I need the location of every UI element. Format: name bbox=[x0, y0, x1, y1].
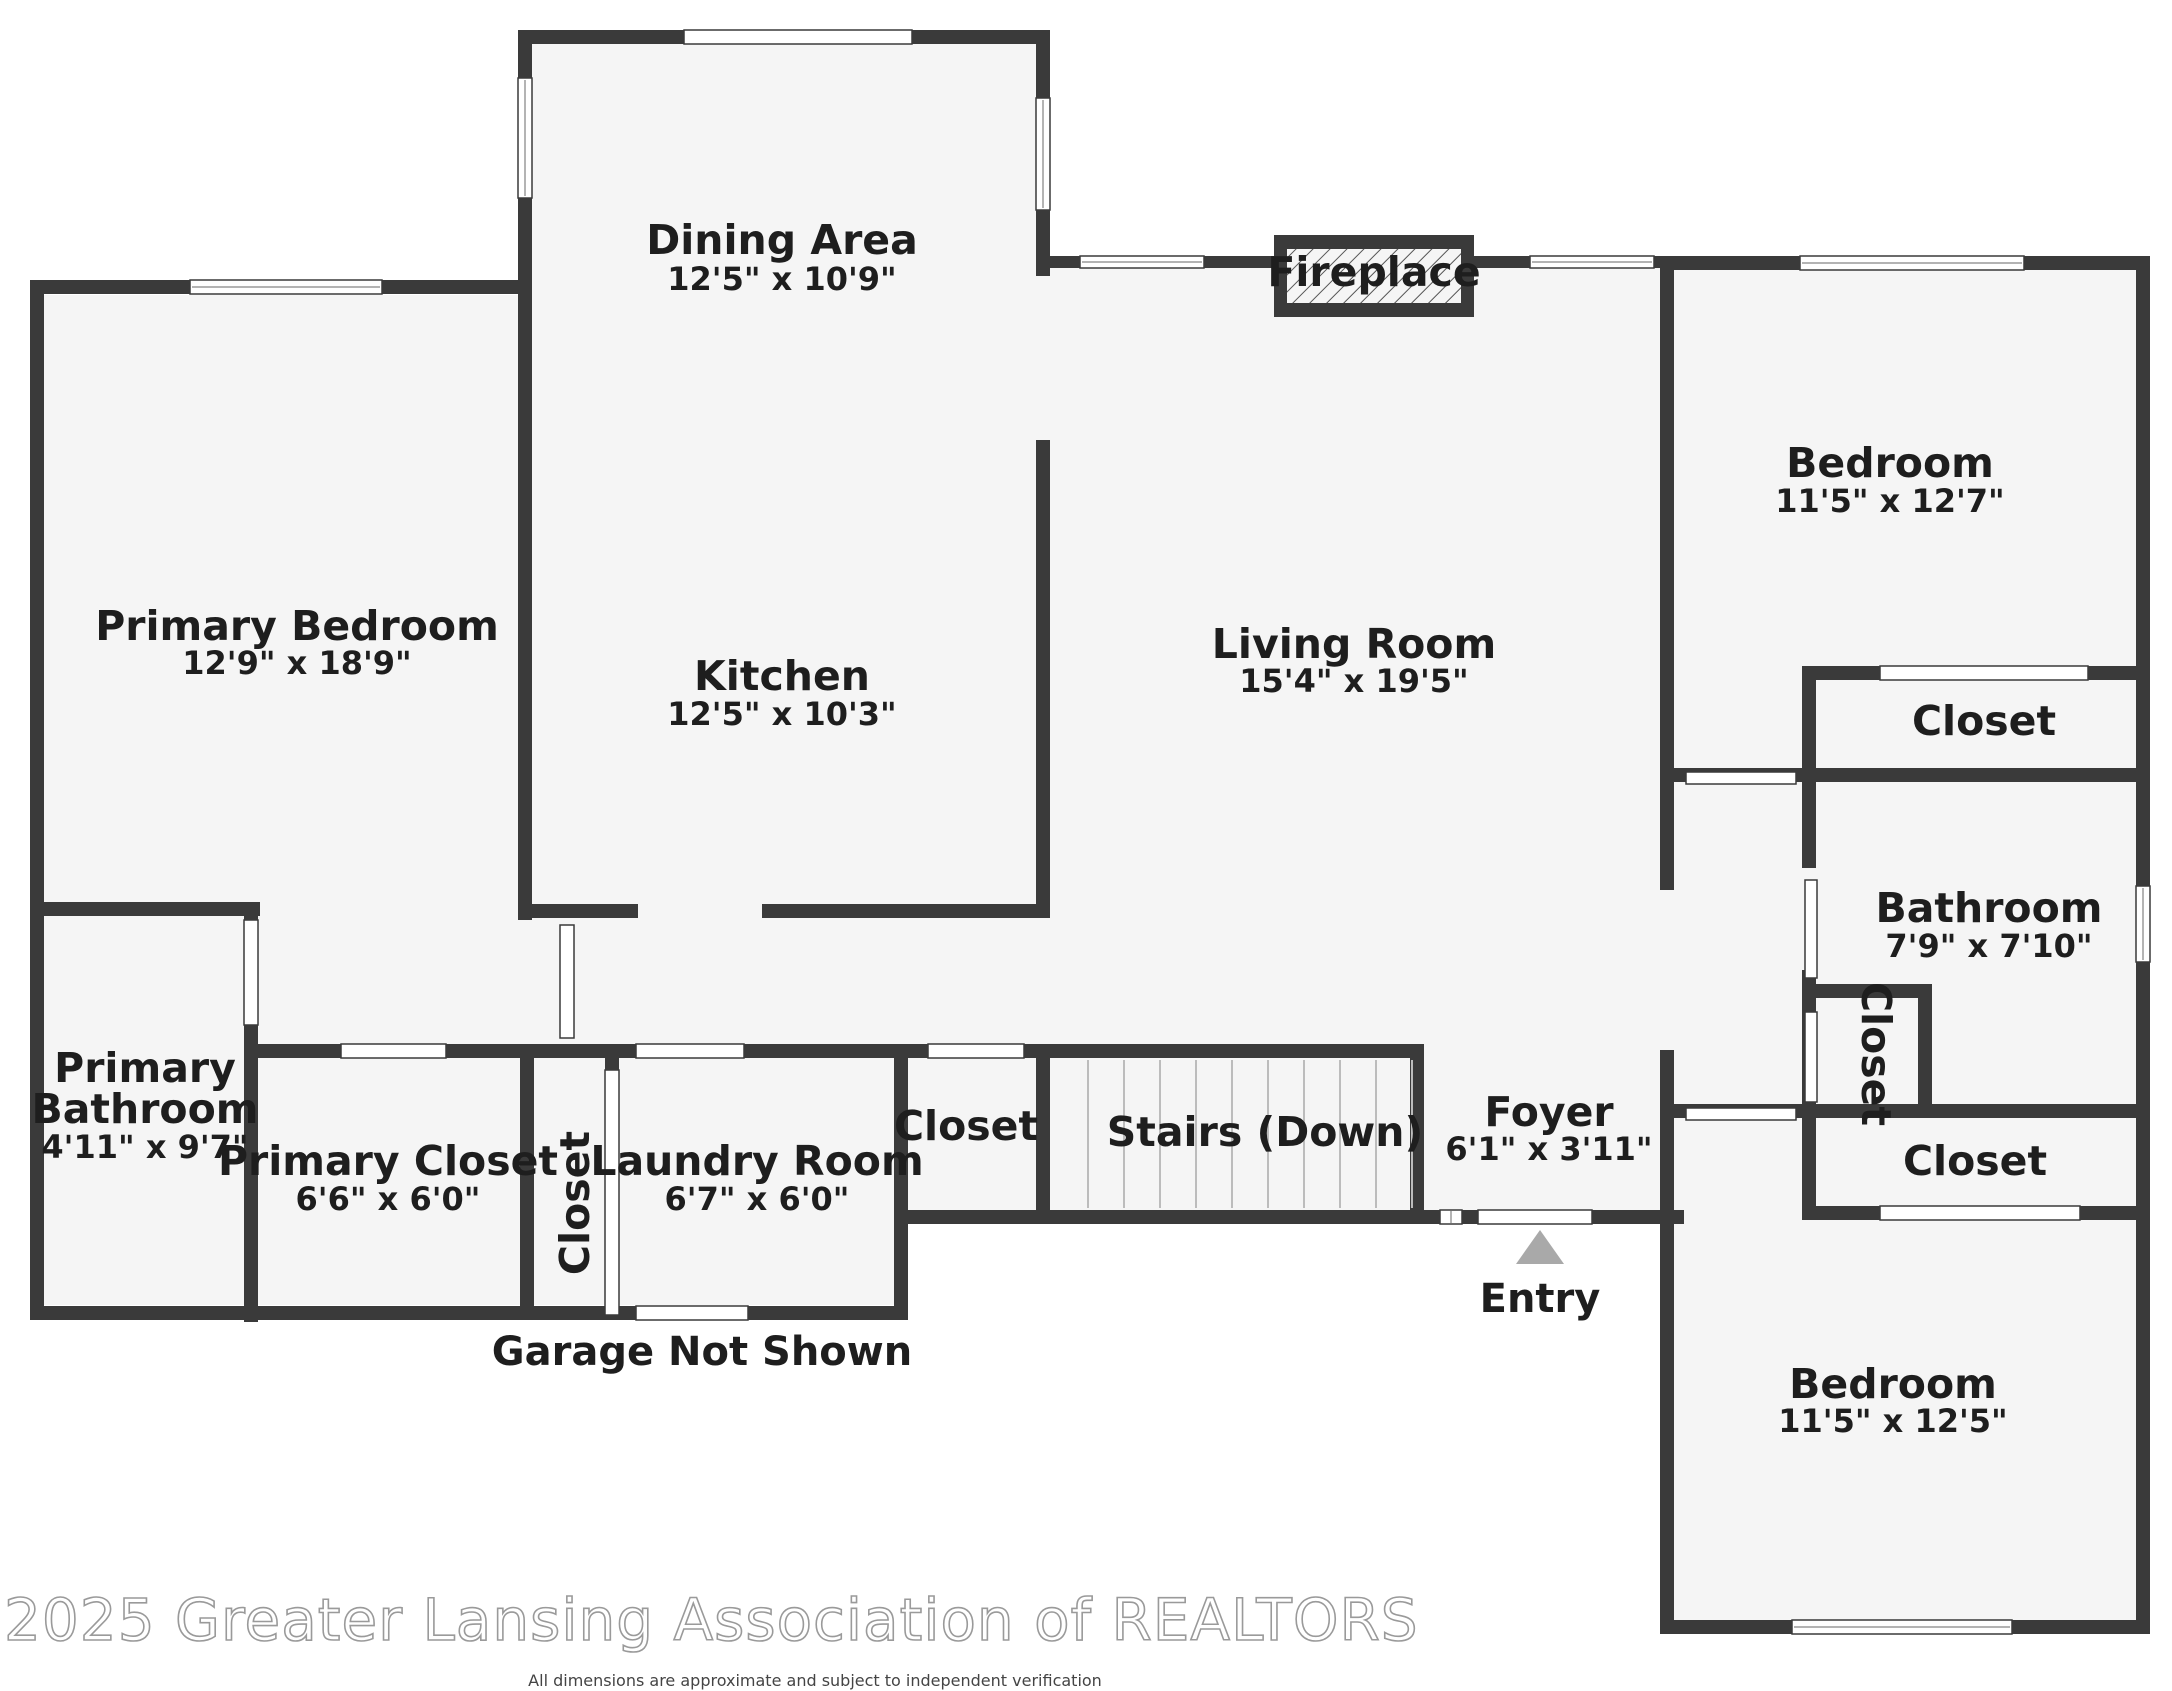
bedroom-upper-name: Bedroom bbox=[1786, 439, 1994, 487]
window bbox=[1879, 1205, 2081, 1221]
copyright-watermark: 2025 Greater Lansing Association of REAL… bbox=[4, 1586, 1419, 1654]
bedroom-upper-dims: 11'5" x 12'7" bbox=[1775, 482, 2004, 520]
window bbox=[1879, 665, 2089, 681]
floor-foyer bbox=[1415, 1050, 1670, 1215]
entry-arrow-icon bbox=[1516, 1230, 1564, 1264]
window bbox=[1035, 97, 1051, 211]
windows bbox=[189, 29, 2151, 1635]
floor-primary-bathroom bbox=[42, 915, 252, 1305]
primary-closet-dims: 6'6" x 6'0" bbox=[296, 1180, 481, 1218]
primary-bathroom-name-line1: Primary bbox=[54, 1044, 236, 1092]
garage-note: Garage Not Shown bbox=[492, 1329, 912, 1375]
dimensions-disclaimer: All dimensions are approximate and subje… bbox=[528, 1671, 1102, 1690]
floors bbox=[42, 40, 2142, 1632]
kitchen-dims: 12'5" x 10'3" bbox=[667, 695, 896, 733]
closet-hall-name: Closet bbox=[894, 1102, 1038, 1150]
primary-bathroom-dims: 4'11" x 9'7" bbox=[41, 1128, 248, 1166]
closet-upper-name: Closet bbox=[1912, 697, 2056, 745]
foyer-dims: 6'1" x 3'11" bbox=[1445, 1130, 1652, 1168]
primary-bedroom-dims: 12'9" x 18'9" bbox=[182, 644, 411, 682]
closet-vertical-name: Closet bbox=[551, 1131, 599, 1275]
window bbox=[1439, 1209, 1463, 1225]
fireplace-hatch bbox=[1285, 247, 1463, 305]
entry-label: Entry bbox=[1480, 1276, 1601, 1322]
living-room-name: Living Room bbox=[1212, 620, 1496, 668]
bathroom-name: Bathroom bbox=[1876, 884, 2103, 932]
dining-area-name: Dining Area bbox=[646, 216, 918, 264]
stairs-steps bbox=[1087, 1060, 1413, 1208]
bathroom-dims: 7'9" x 7'10" bbox=[1885, 927, 2092, 965]
room-labels: Dining Area 12'5" x 10'9" Kitchen 12'5" … bbox=[3, 216, 2103, 1690]
primary-closet-name: Primary Closet bbox=[218, 1137, 558, 1185]
laundry-room-name: Laundry Room bbox=[590, 1137, 923, 1185]
window bbox=[683, 29, 913, 45]
fireplace-label: Fireplace bbox=[1267, 248, 1480, 296]
window bbox=[1799, 255, 2025, 271]
door-openings bbox=[243, 771, 1818, 1316]
foyer-name: Foyer bbox=[1484, 1088, 1614, 1136]
window bbox=[1791, 1619, 2013, 1635]
window bbox=[2135, 885, 2151, 963]
floor-hall bbox=[250, 915, 1680, 1050]
floor-primary-bedroom bbox=[42, 295, 522, 915]
floor-living bbox=[1042, 262, 1682, 1042]
floor-primary-closet-laundry bbox=[252, 1050, 632, 1305]
window bbox=[517, 77, 533, 199]
window bbox=[189, 279, 383, 295]
living-room-dims: 15'4" x 19'5" bbox=[1239, 662, 1468, 700]
bedroom-lower-name: Bedroom bbox=[1789, 1360, 1997, 1408]
window bbox=[1079, 255, 1205, 269]
primary-bathroom-name-line2: Bathroom bbox=[32, 1085, 259, 1133]
window bbox=[635, 1305, 749, 1321]
window bbox=[1529, 255, 1655, 269]
floor-kitchen-dining bbox=[522, 40, 1042, 920]
primary-bedroom-name: Primary Bedroom bbox=[95, 602, 499, 650]
laundry-room-dims: 6'7" x 6'0" bbox=[665, 1180, 850, 1218]
floor-closet-stairs bbox=[900, 1050, 1415, 1215]
dining-area-dims: 12'5" x 10'9" bbox=[667, 260, 896, 298]
kitchen-name: Kitchen bbox=[694, 652, 870, 700]
closet-lower-name: Closet bbox=[1903, 1137, 2047, 1185]
floor-laundry bbox=[625, 1050, 895, 1305]
floor-right-wing bbox=[1672, 262, 2142, 1632]
closet-bath-name: Closet bbox=[1852, 982, 1900, 1126]
bedroom-lower-dims: 11'5" x 12'5" bbox=[1778, 1402, 2007, 1440]
stairs-name: Stairs (Down) bbox=[1107, 1108, 1424, 1156]
